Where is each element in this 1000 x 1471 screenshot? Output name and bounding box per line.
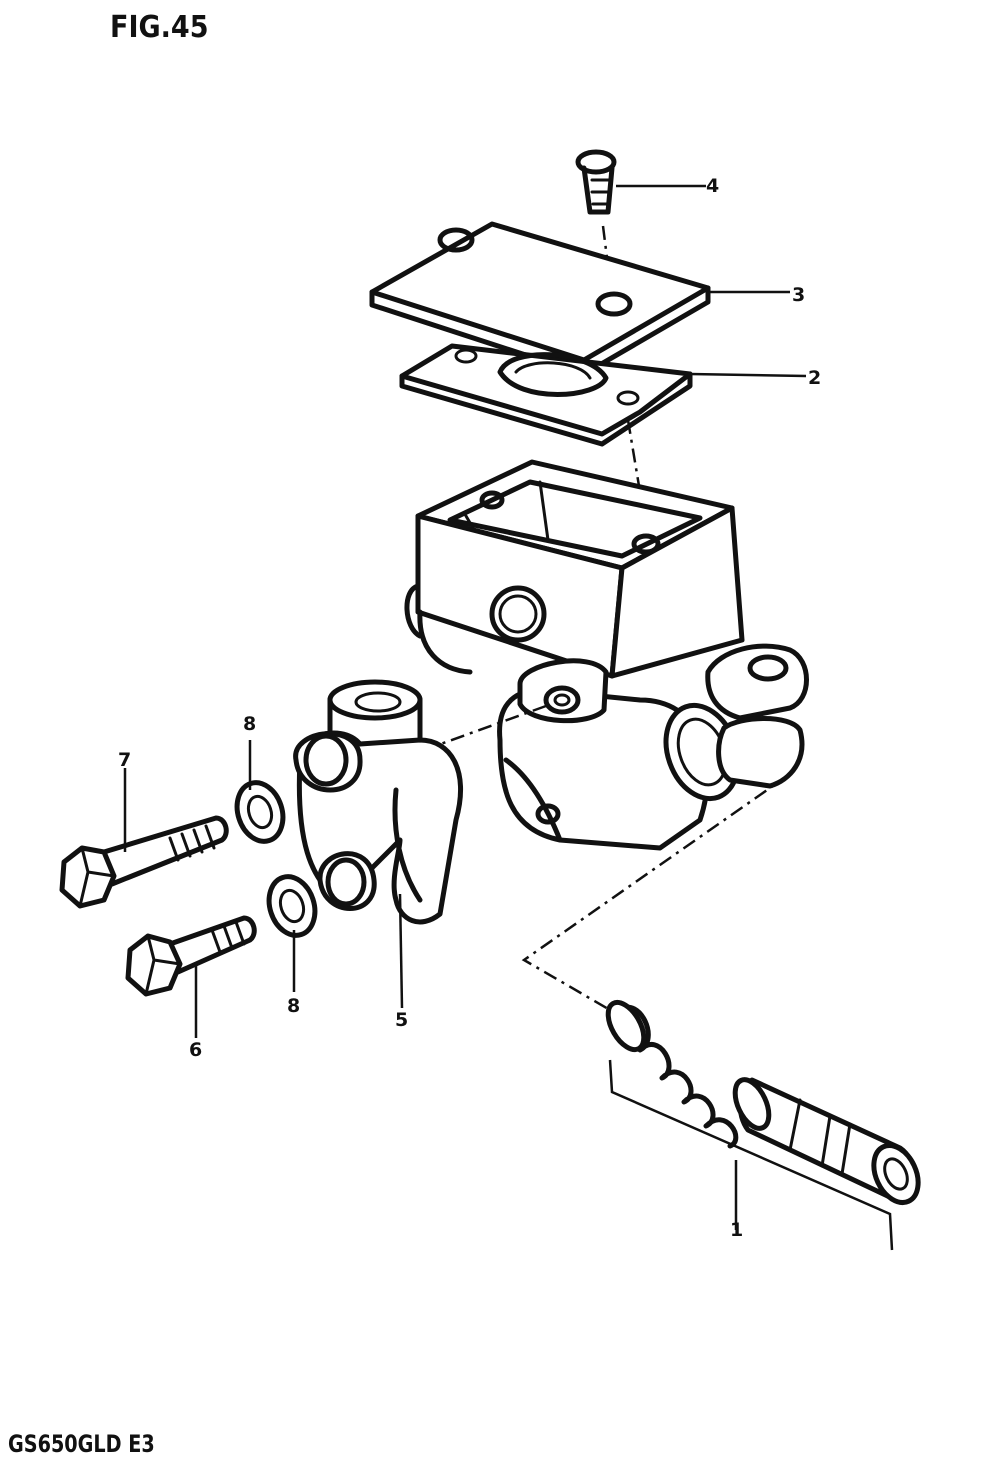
cap-part-3 — [369, 221, 711, 377]
callout-part-6: 6 — [189, 1039, 202, 1061]
callout-part-8-upper: 8 — [243, 713, 256, 735]
callout-part-7: 7 — [118, 749, 131, 771]
piston-assembly-part-1 — [521, 772, 921, 1251]
callout-part-4: 4 — [706, 175, 719, 197]
callout-part-8-lower: 8 — [287, 995, 300, 1017]
diaphragm-part-2 — [399, 343, 693, 541]
callout-part-1: 1 — [730, 1219, 743, 1241]
bolt-part-6 — [125, 915, 257, 997]
callout-part-5: 5 — [395, 1009, 408, 1031]
callout-part-2: 2 — [808, 367, 821, 389]
figure-title: FIG.45 — [110, 10, 209, 45]
model-code: GS650GLD E3 — [8, 1430, 155, 1458]
washer-part-8-lower — [266, 874, 318, 938]
bolt-part-7 — [59, 815, 229, 909]
master-cylinder-body — [404, 459, 809, 851]
callout-part-3: 3 — [792, 284, 805, 306]
centerline-outlet — [423, 704, 547, 752]
leader-lines — [123, 184, 807, 1038]
clamp-part-5 — [293, 679, 463, 925]
washer-part-8-upper — [234, 780, 286, 844]
